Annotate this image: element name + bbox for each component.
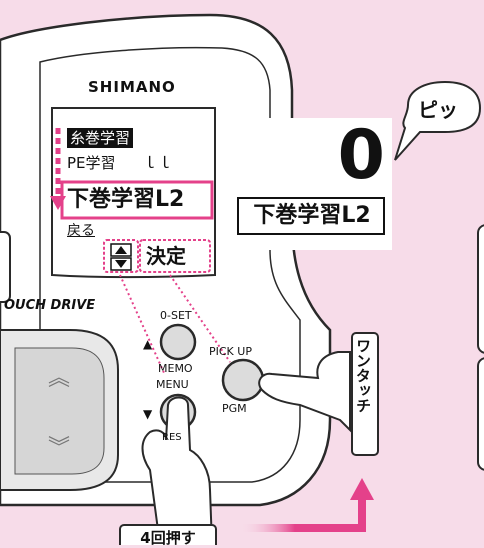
memo-button[interactable]	[159, 323, 197, 361]
nav-updown-box	[103, 239, 139, 273]
res-label: RES	[162, 432, 182, 443]
hand-menu	[141, 396, 214, 545]
lcd-item-underspool: 下巻学習L2	[67, 187, 185, 212]
lcd-item-pe: PE学習 ｌｌ	[67, 153, 207, 173]
zoom-panel	[232, 118, 392, 250]
zoom-label: 下巻学習L2	[253, 203, 371, 228]
nav-confirm-box	[139, 239, 211, 273]
lcd-item-spool: 糸巻学習	[67, 128, 134, 148]
zoom-big-value: 0	[337, 116, 385, 195]
up-triangle-icon	[115, 246, 127, 254]
down-triangle-icon	[115, 260, 127, 268]
press-arrow	[240, 498, 366, 532]
callout-line-left	[119, 274, 166, 376]
chevron-up-icon: ︽	[48, 366, 70, 391]
scroll-arrow-head	[50, 196, 66, 210]
brand-logo: SHIMANO	[88, 78, 176, 96]
down-arrow-icon: ▼	[143, 407, 153, 421]
side-panel-bottom	[477, 357, 484, 471]
oset-label: 0-SET	[160, 309, 192, 322]
up-arrow-icon: ▲	[143, 337, 153, 351]
lever-paddle-inner	[14, 347, 105, 475]
lcd-screen	[51, 107, 216, 279]
side-panel-top	[477, 224, 484, 354]
memo-label: MEMO	[158, 362, 193, 375]
zoom-label-frame	[237, 197, 385, 235]
press-label-text: 4回押す	[140, 529, 196, 547]
pickup-label: PICK UP	[209, 345, 252, 358]
one-touch-tag-text: ワンタッチ	[354, 338, 372, 413]
pgm-label: PGM	[222, 402, 247, 415]
press-label-box	[119, 524, 217, 545]
speech-bubble	[394, 80, 482, 161]
speech-bubble-text: ピッ	[418, 98, 458, 122]
hand-pickup	[258, 351, 351, 433]
chevron-down-icon: ︾	[48, 436, 70, 461]
pickup-button[interactable]	[221, 358, 265, 402]
lcd-confirm-label: 決定	[146, 244, 186, 268]
one-touch-tag	[351, 332, 379, 456]
lcd-item-back: 戻る	[67, 223, 95, 239]
menu-label: MENU	[156, 378, 189, 391]
lcd-item-pe-value: ｌｌ	[142, 154, 173, 172]
left-edge-box	[0, 231, 11, 303]
lcd-item-pe-label: PE学習	[67, 154, 116, 172]
series-label: OUCH DRIVE	[4, 298, 96, 313]
press-arrow-head	[350, 478, 374, 500]
